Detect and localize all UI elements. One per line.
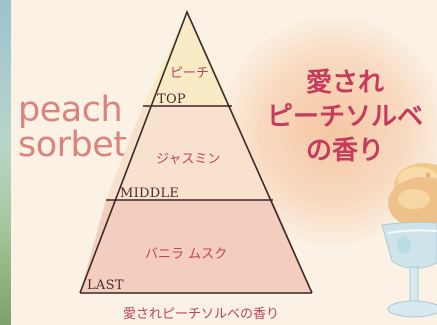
sorbet-cup-image — [381, 163, 437, 318]
last-note-label: バニラ ムスク — [145, 247, 228, 262]
top-level-label: TOP — [157, 92, 186, 107]
pyramid-tier-middle — [106, 106, 273, 200]
caption: 愛されピーチソルベの香り — [122, 307, 279, 322]
brand-line-2: sorbet — [18, 125, 127, 165]
top-note-label: ピーチ — [170, 66, 210, 81]
photo-edge-strip — [0, 0, 11, 325]
headline-line-2: ピーチソルベ — [266, 102, 423, 132]
brand-line-1: peach — [18, 90, 123, 130]
last-level-label: LAST — [87, 278, 124, 293]
pyramid-tier-last — [80, 200, 312, 293]
headline: 愛され ピーチソルベ の香り — [250, 66, 437, 168]
middle-level-label: MIDDLE — [120, 186, 180, 201]
pyramid-tier-top — [143, 12, 232, 106]
middle-note-label: ジャスミン — [156, 152, 221, 167]
headline-line-3: の香り — [305, 136, 384, 166]
headline-line-1: 愛され — [305, 68, 384, 98]
